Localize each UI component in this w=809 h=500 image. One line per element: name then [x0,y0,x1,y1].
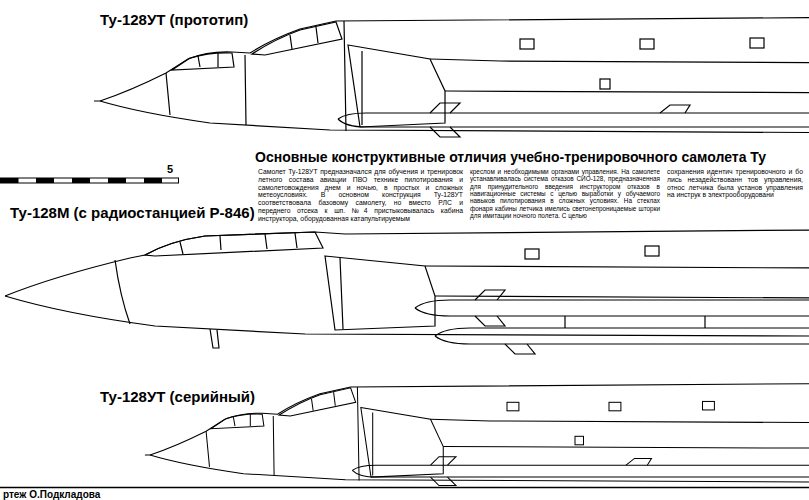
scale-bar [1,178,19,183]
tu128m-aircraft [340,258,809,329]
scale-bar [108,178,126,183]
prototype-aircraft [94,17,809,137]
author-credit: ртеж О.Подкладова [3,489,100,500]
variant-title: Ту-128М (с радиостанцией Р-846) [10,204,255,221]
variant-title: Ту-128УТ (серийный) [100,388,255,405]
tu128m-aircraft [5,230,809,354]
scale-number: 5 [167,163,173,176]
tu128m-aircraft [645,246,659,256]
tu128m-aircraft [435,328,809,344]
tu128m-aircraft [525,249,539,259]
tu128m-aircraft [115,260,130,324]
tu128m-aircraft [145,232,323,256]
tu128m-aircraft [475,290,505,326]
bottom-rule [0,487,809,489]
variant-title: Ту-128УТ (прототип) [100,11,248,28]
tu128m-aircraft [5,230,809,296]
body-text: креслом и необходимыми органами управлен… [470,168,660,220]
scale-bar [72,178,90,183]
tu128m-aircraft [210,329,219,348]
tu128m-aircraft [5,296,809,336]
scale-bar [1,178,179,183]
scale-bar [1,178,179,183]
scale-bar [36,178,54,183]
body-text: сохранения идентич тренировочного и бо л… [667,168,803,199]
tu128m-aircraft [505,316,705,354]
tu128m-aircraft [415,300,809,316]
scale-bar [144,178,162,183]
body-text: Самолет Ту-128УТ предназначался для обуч… [258,168,463,223]
tu128m-aircraft [180,233,297,254]
article-heading: Основные конструктивные отличия учебно-т… [255,149,766,165]
